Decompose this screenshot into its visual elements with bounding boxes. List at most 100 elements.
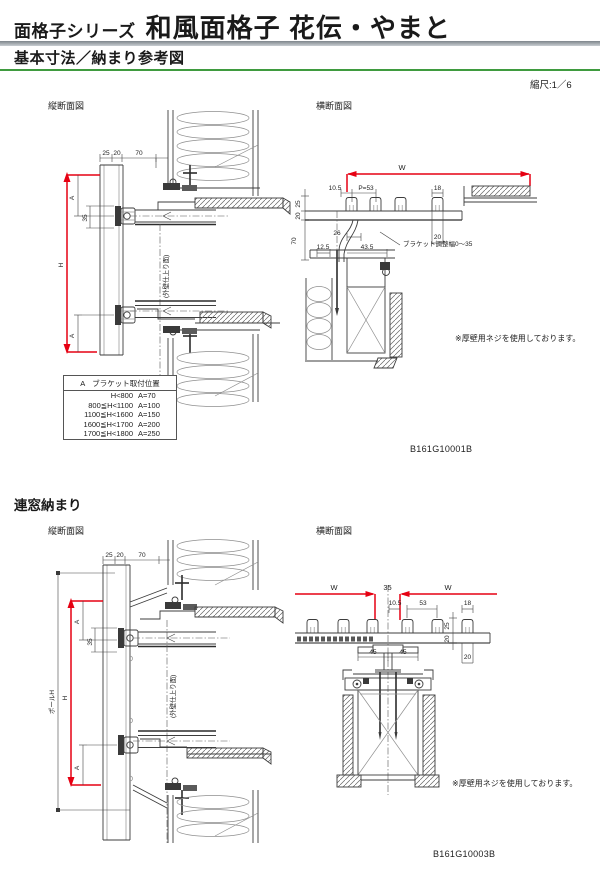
bracket-position-table: A ブラケット取付位置 H<800 A=70 800≦H<1100 A=100 … [63, 375, 177, 440]
dim-35-bracket: 35 [87, 627, 117, 653]
dim-70: 70 [291, 237, 298, 245]
dim-total-h: ポールH [48, 690, 56, 715]
dim-18: 18 [464, 600, 472, 607]
wall-finish-note: (外壁仕上り面) [161, 255, 170, 298]
dim-70: 70 [138, 552, 146, 559]
table-header: A ブラケット取付位置 [64, 376, 176, 391]
bracket-bottom [118, 735, 139, 755]
basic-vertical-section-drawing: 25 20 70 H A 35 [58, 110, 291, 438]
dim-a-top: A [74, 619, 81, 624]
dim-35: 35 [82, 214, 89, 222]
title-product: 和風面格子 花伝・やまと [145, 13, 451, 43]
lower-window-structure [132, 738, 272, 843]
renso-horizontal-section-label: 横断面図 [316, 526, 353, 536]
dim-35-bracket: 35 [82, 205, 114, 229]
drawing-code: B161G10003B [433, 849, 496, 859]
wall-finish-note: (外壁仕上り面) [168, 675, 177, 718]
dim-20: 20 [116, 552, 124, 559]
total-h-dimension: ポールH [48, 571, 130, 812]
bracket-bottom [115, 305, 136, 325]
dim-h: H [58, 262, 65, 267]
window-frame-plan [305, 249, 403, 369]
screw-note: ※厚壁用ネジを使用しております。 [455, 334, 581, 343]
dim-w: W [398, 163, 406, 172]
dim-h: H [62, 695, 69, 700]
basic-horizontal-section-drawing: W 10.5 P=53 18 25 20 70 [291, 163, 537, 369]
scale-note: 縮尺:1／6 [530, 80, 572, 91]
renso-title: 連窓納まり [14, 498, 82, 513]
title-divider [0, 41, 600, 46]
top-dimension: 25 20 70 [99, 150, 168, 168]
dim-20: 20 [113, 150, 121, 157]
dim-a-bottom: A [74, 765, 81, 770]
grille-teeth-row [295, 619, 491, 644]
h-dimension-red: H [62, 598, 103, 787]
dim-35: 35 [87, 638, 94, 646]
wall-board [102, 564, 133, 841]
section-title: 基本寸法／納まり参考図 [14, 50, 185, 67]
dim-105: 10.5 [329, 185, 342, 192]
renso-vertical-section-label: 縦断面図 [48, 526, 85, 536]
screw-note: ※厚壁用ネジを使用しております。 [452, 779, 578, 788]
dim-20: 20 [444, 635, 451, 643]
renso-vertical-section-drawing: 25 20 70 ポールH H A [48, 539, 284, 845]
basic-vertical-section-label: 縦断面図 [48, 101, 85, 111]
upper-window-structure [137, 110, 291, 215]
title-series: 面格子シリーズ [14, 22, 136, 41]
right-wall-plan [463, 185, 537, 206]
a-bottom-dimension: A [69, 314, 114, 352]
top-dimensions: 10.5 P=53 18 [329, 185, 444, 202]
top-dimension: 25 20 70 [102, 552, 170, 564]
green-divider [0, 69, 600, 71]
bracket-adjust-note: ブラケット調整幅0～35 [403, 239, 473, 248]
joint-connector [357, 644, 419, 673]
table-row: 800≦H<1100 A=100 [88, 400, 160, 410]
drawing-code: B161G10001B [410, 444, 473, 454]
dim-435: 43.5 [361, 244, 374, 251]
grille-bar-top [133, 631, 230, 648]
table-row: H<800 A=70 [110, 391, 156, 400]
dim-25: 25 [295, 200, 302, 208]
left-dimension-column: 25 20 70 [291, 189, 309, 261]
mount-screw [335, 211, 339, 316]
wall-finish-line: (外壁仕上り面) [166, 620, 177, 845]
dim-w-left: W [330, 583, 338, 592]
dim-25: 25 [444, 622, 451, 630]
renso-horizontal-section-drawing: W 35 W 10.5 53 18 25 [295, 583, 497, 795]
dim-125: 12.5 [317, 244, 330, 251]
dim-70: 70 [135, 150, 143, 157]
dim-w-right: W [444, 583, 452, 592]
dim-105: 10.5 [389, 600, 402, 607]
mullion-section [336, 669, 440, 788]
upper-window-structure [129, 539, 284, 624]
basic-horizontal-section-label: 横断面図 [316, 101, 353, 111]
a-bottom-dimension: A [74, 744, 117, 785]
w-dimension-red: W [346, 163, 531, 192]
dim-a-bottom: A [69, 333, 76, 338]
top-dimensions: 10.5 53 18 [389, 600, 474, 618]
page-title: 面格子シリーズ 和風面格子 花伝・やまと [14, 8, 451, 45]
table-row: 1700≦H<1800 A=250 [83, 429, 160, 439]
w-dimensions-red: W 35 W [295, 583, 497, 620]
dim-20: 20 [295, 212, 302, 220]
h-dimension-red: H [58, 172, 100, 354]
base-20-dimension: 20 [461, 643, 474, 664]
grille-bar-top [130, 209, 228, 226]
dim-base20: 20 [434, 234, 442, 241]
dim-p53: P=53 [358, 185, 374, 192]
right-dimension-column: 25 20 [444, 612, 457, 650]
dim-a-top: A [69, 195, 76, 200]
a-top-dimension: A [69, 175, 114, 217]
dim-35: 35 [383, 583, 391, 592]
grille-bar-bottom [133, 730, 230, 748]
base-20-dimension: 20 [431, 211, 444, 244]
grille-teeth-row [305, 197, 463, 221]
wall-board [99, 164, 124, 356]
table-row: 1100≦H<1600 A=150 [84, 410, 160, 420]
dim-25: 25 [102, 150, 110, 157]
dim-base20: 20 [464, 654, 472, 661]
dim-53: 53 [419, 600, 427, 607]
dim-18: 18 [434, 185, 442, 192]
dim-25: 25 [105, 552, 113, 559]
